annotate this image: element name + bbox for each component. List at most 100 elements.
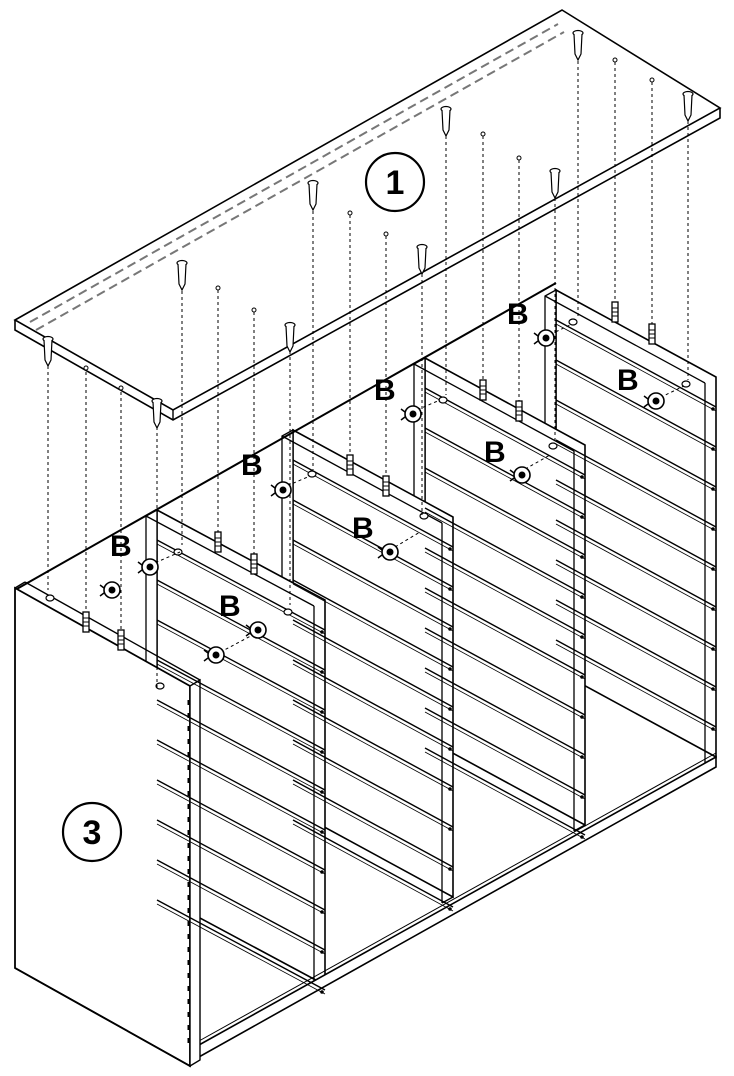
shelf-rail bbox=[156, 779, 326, 871]
shelf-rail-shadow bbox=[292, 783, 454, 872]
shelf-rail bbox=[424, 387, 586, 476]
shelf-pin-hole bbox=[187, 778, 190, 783]
shelf-rail-shadow bbox=[555, 563, 717, 652]
shelf-rail-shadow bbox=[555, 363, 717, 452]
rail-end-dot bbox=[320, 710, 324, 714]
rail-end-dot bbox=[320, 790, 324, 794]
shelf-rail bbox=[156, 699, 326, 791]
shelf-rail-shadow bbox=[156, 663, 326, 755]
shelf-pin-hole bbox=[187, 895, 190, 900]
rail-end-dot bbox=[711, 567, 715, 571]
shelf-rail-shadow bbox=[156, 543, 326, 635]
shelf-rail-shadow bbox=[555, 643, 717, 732]
rail-end-dot bbox=[711, 647, 715, 651]
shelf-rail-shadow bbox=[424, 751, 586, 840]
shelf-rail-shadow bbox=[156, 743, 326, 835]
rail-end-dot bbox=[448, 907, 452, 911]
rail-end-dot bbox=[448, 707, 452, 711]
rail-end-dot bbox=[448, 627, 452, 631]
shelf-rail-shadow bbox=[424, 671, 586, 760]
shelf-pin-hole bbox=[187, 921, 190, 926]
shelf-rail bbox=[555, 599, 717, 688]
shelf-rail bbox=[292, 539, 454, 628]
shelf-rail-shadow bbox=[555, 443, 717, 532]
rail-end-dot bbox=[580, 755, 584, 759]
rail-end-dot bbox=[320, 830, 324, 834]
shelf-pin-hole bbox=[187, 1025, 190, 1030]
shelf-pin-hole bbox=[187, 713, 190, 718]
rail-end-dot bbox=[320, 990, 324, 994]
shelf-rail-shadow bbox=[555, 483, 717, 572]
shelf-rail bbox=[292, 659, 454, 748]
rail-end-dot bbox=[580, 715, 584, 719]
rail-end-dot bbox=[448, 867, 452, 871]
shelf-rail bbox=[555, 639, 717, 728]
rail-end-dot bbox=[711, 407, 715, 411]
shelf-rail-shadow bbox=[424, 471, 586, 560]
shelf-rail bbox=[292, 819, 454, 908]
shelf-rail bbox=[424, 707, 586, 796]
rail-end-dot bbox=[711, 727, 715, 731]
shelf-rail bbox=[555, 479, 717, 568]
shelf-rail-shadow bbox=[156, 583, 326, 675]
rail-end-dot bbox=[320, 630, 324, 634]
shelf-pin-hole bbox=[187, 960, 190, 965]
shelf-pin-hole bbox=[187, 882, 190, 887]
shelf-rail bbox=[424, 547, 586, 636]
shelf-pin-hole bbox=[187, 726, 190, 731]
shelf-pin-hole bbox=[187, 739, 190, 744]
shelf-rail bbox=[292, 619, 454, 708]
shelf-rail bbox=[292, 579, 454, 668]
shelf-pin-hole bbox=[187, 1012, 190, 1017]
rail-end-dot bbox=[580, 555, 584, 559]
shelf-pin-hole bbox=[187, 947, 190, 952]
shelf-pin-hole bbox=[187, 791, 190, 796]
svg-text:B: B bbox=[110, 530, 132, 563]
svg-text:B: B bbox=[241, 449, 263, 482]
shelf-pin-hole bbox=[187, 856, 190, 861]
rail-end-dot bbox=[580, 515, 584, 519]
shelf-rail bbox=[424, 467, 586, 556]
shelf-rail bbox=[292, 739, 454, 828]
shelf-rail bbox=[156, 539, 326, 631]
shelf-rail bbox=[156, 859, 326, 951]
rail-end-dot bbox=[448, 827, 452, 831]
shelf-rail-shadow bbox=[156, 703, 326, 795]
svg-text:1: 1 bbox=[386, 164, 405, 202]
panel-holes bbox=[45, 318, 691, 690]
shelf-rail bbox=[555, 319, 717, 408]
assembly-guide-lines bbox=[47, 55, 689, 690]
shelf-rail bbox=[156, 619, 326, 711]
rail-end-dot bbox=[711, 527, 715, 531]
shelf-rail-shadow bbox=[424, 551, 586, 640]
shelf-rail-shadow bbox=[292, 503, 454, 592]
part-callout-top: 1 bbox=[364, 151, 426, 213]
part-callout-side: 3 bbox=[61, 801, 123, 863]
shelf-rail bbox=[555, 399, 717, 488]
shelf-rail-shadow bbox=[292, 583, 454, 672]
svg-text:B: B bbox=[219, 590, 241, 623]
shelf-rail-shadow bbox=[156, 863, 326, 955]
shelf-rail-shadow bbox=[555, 523, 717, 612]
rail-end-dot bbox=[448, 587, 452, 591]
shelf-rail bbox=[292, 779, 454, 868]
shelf-rail-shadow bbox=[424, 591, 586, 680]
shelf-rail bbox=[292, 499, 454, 588]
shelf-rail-shadow bbox=[424, 391, 586, 480]
shelf-pin-hole bbox=[187, 830, 190, 835]
shelf-rail bbox=[424, 427, 586, 516]
shelf-rail bbox=[156, 819, 326, 911]
shelf-pin-hole bbox=[187, 999, 190, 1004]
shelf-rail-shadow bbox=[292, 543, 454, 632]
shelf-rail-shadow bbox=[292, 663, 454, 752]
rail-end-dot bbox=[580, 635, 584, 639]
svg-text:B: B bbox=[484, 436, 506, 469]
shelf-rail-shadow bbox=[292, 703, 454, 792]
svg-text:B: B bbox=[617, 364, 639, 397]
shelf-pin-hole bbox=[187, 804, 190, 809]
shelf-rail bbox=[156, 659, 326, 751]
shelf-rail bbox=[555, 559, 717, 648]
shelf-rail-shadow bbox=[424, 431, 586, 520]
shelf-pin-hole bbox=[187, 908, 190, 913]
shelf-pin-hole bbox=[187, 934, 190, 939]
